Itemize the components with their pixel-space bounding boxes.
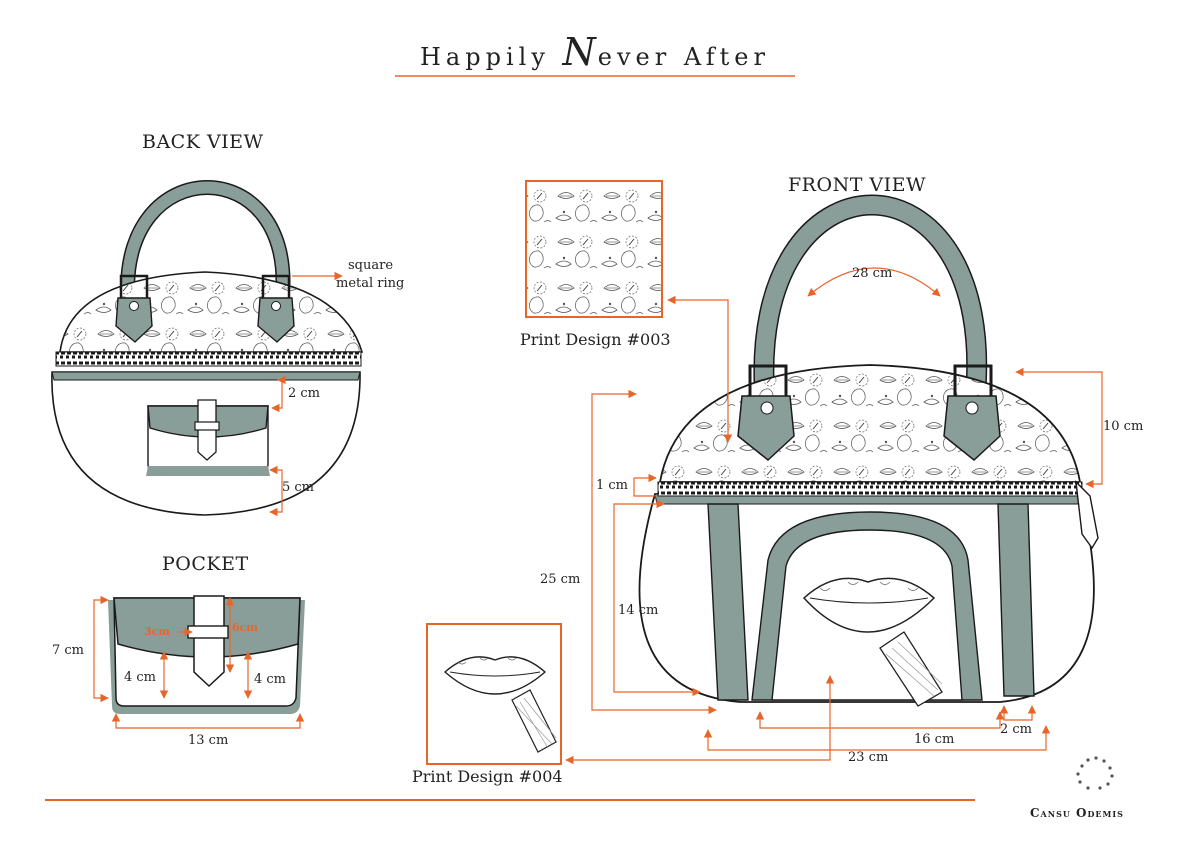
print-design-003-label: Print Design #003 (520, 330, 671, 349)
measure-pocket-width: 13 cm (188, 733, 229, 748)
measure-back-pocket: 5 cm (282, 480, 315, 495)
front-view-label: FRONT VIEW (788, 174, 927, 196)
title-word-happily: Happily (420, 43, 550, 71)
measure-handle: 28 cm (852, 266, 893, 281)
ring-note-line1: square (348, 258, 394, 273)
measure-pocket-right: 4 cm (254, 672, 287, 687)
measure-back-zip: 2 cm (288, 386, 321, 401)
page-title: Happily Never After (420, 30, 770, 74)
back-view-bag (51, 180, 364, 516)
pocket-label: POCKET (162, 553, 249, 575)
title-word-never-after: ever After (597, 43, 770, 71)
measurement-lines (93, 267, 1103, 765)
back-view-label: BACK VIEW (142, 131, 264, 153)
measure-zip: 1 cm (596, 478, 629, 493)
title-initial-n: N (562, 30, 598, 74)
measure-front-pocket-width: 16 cm (914, 732, 955, 747)
measure-total-height: 25 cm (540, 572, 581, 587)
designer-name: Cansu Odemis (1030, 806, 1124, 820)
measure-front-pocket-height: 14 cm (618, 603, 659, 618)
measure-pocket-height: 7 cm (52, 643, 85, 658)
designer-monogram-icon (1076, 756, 1114, 790)
print-swatch-004 (426, 623, 562, 765)
measure-pocket-tab-height: 6cm (232, 621, 258, 634)
measure-strap: 2 cm (1000, 722, 1033, 737)
print-design-004-label: Print Design #004 (412, 767, 563, 786)
measure-pocket-tab-width: 3cm (144, 625, 170, 638)
measure-pocket-left: 4 cm (124, 670, 157, 685)
ring-note-line2: metal ring (336, 276, 405, 291)
print-swatch-003 (525, 180, 663, 318)
measure-total-width: 23 cm (848, 750, 889, 765)
front-view-bag (638, 194, 1099, 707)
pocket-detail (108, 595, 305, 714)
measure-top-height: 10 cm (1103, 419, 1144, 434)
